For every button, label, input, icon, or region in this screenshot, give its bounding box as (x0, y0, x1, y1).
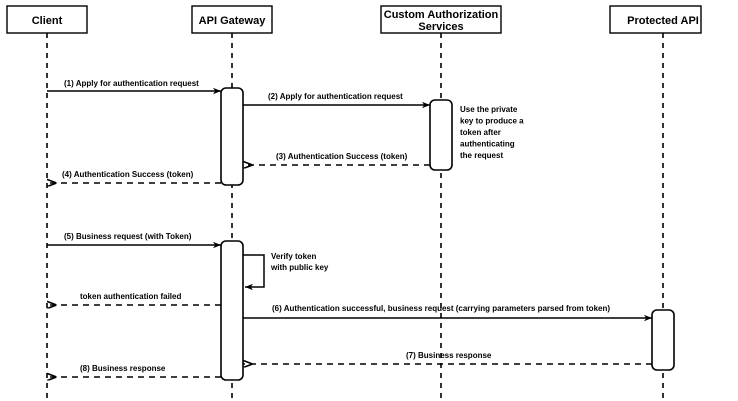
message-label-3: (3) Authentication Success (token) (276, 152, 408, 161)
message-label-1: (1) Apply for authentication request (64, 79, 199, 88)
activation-bar-gw-auth[interactable] (220, 87, 244, 186)
message-label-8: (8) Business response (80, 364, 166, 373)
participant-box-custom-authorization-services[interactable] (380, 5, 502, 34)
lifelines-group (46, 33, 664, 401)
participant-label-client: Client (32, 15, 63, 27)
message-label-5: (5) Business request (with Token) (64, 232, 192, 241)
message-label-4: (4) Authentication Success (token) (62, 170, 194, 179)
message-label-token-auth-failed: token authentication failed (80, 292, 181, 301)
participant-label-api-gateway: API Gateway (199, 15, 267, 27)
message-label-6: (6) Authentication successful, business … (272, 304, 610, 313)
message-label-7: (7) Business response (406, 351, 492, 360)
messages-group: (1) Apply for authentication request (2) … (47, 79, 652, 377)
activations-group (220, 87, 675, 381)
activation-bar-gw-business[interactable] (220, 240, 244, 381)
participant-label-protected-api: Protected API (627, 15, 699, 27)
activation-bar-papi[interactable] (651, 309, 675, 371)
message-label-2: (2) Apply for authentication request (268, 92, 403, 101)
self-message-arrow-verify-token[interactable] (243, 254, 265, 291)
participant-box-api-gateway[interactable] (191, 5, 273, 34)
participant-box-protected-api[interactable] (609, 5, 702, 34)
activation-bar-auth-svc[interactable] (429, 99, 453, 171)
participant-box-client[interactable] (6, 5, 88, 34)
